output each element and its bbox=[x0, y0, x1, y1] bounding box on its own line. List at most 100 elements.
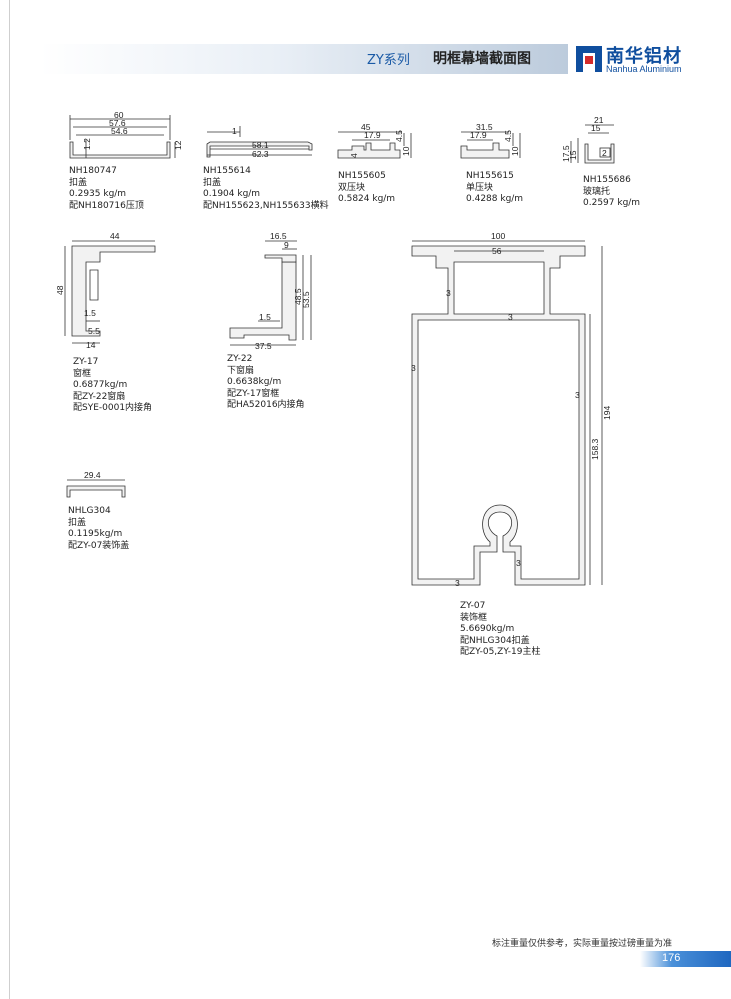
profile-note: 配NH180716压顶 bbox=[69, 200, 144, 211]
profile-NH155615-label: NH155615 单压块 0.4288 kg/m bbox=[466, 171, 523, 206]
profile-ZY-22-drawing bbox=[229, 240, 312, 346]
profile-name: 扣盖 bbox=[69, 177, 88, 188]
dim-label: 100 bbox=[491, 231, 505, 241]
dim-label: 15 bbox=[568, 150, 578, 160]
dim-label: 4.5 bbox=[394, 130, 404, 142]
profile-weight: 0.2935 kg/m bbox=[69, 189, 127, 199]
dim-label: 56 bbox=[492, 246, 502, 256]
profile-code: ZY-17 bbox=[73, 357, 99, 367]
profile-code: NH180747 bbox=[69, 166, 117, 176]
dim-label: 3 bbox=[508, 312, 513, 322]
dim-label: 158.3 bbox=[590, 438, 600, 460]
page-number-bar bbox=[640, 951, 731, 967]
profile-weight: 0.6638kg/m bbox=[227, 377, 282, 387]
profile-note-2: 配SYE-0001内接角 bbox=[73, 403, 153, 413]
dim-label: 15 bbox=[591, 123, 601, 133]
dim-label: 53.5 bbox=[301, 291, 311, 308]
profile-note-2: 配ZY-05,ZY-19主柱 bbox=[460, 647, 541, 657]
profile-code: NH155605 bbox=[338, 171, 386, 181]
brand-name-en: Nanhua Aluminium bbox=[606, 64, 682, 74]
dim-label: 16.5 bbox=[270, 231, 287, 241]
dim-label: 3 bbox=[411, 363, 416, 373]
series-label: ZY系列 bbox=[367, 53, 410, 68]
dim-label: 3 bbox=[446, 288, 451, 298]
profile-ZY-17-label: ZY-17 窗框 0.6877kg/m 配ZY-22窗扇 配SYE-0001内接… bbox=[73, 357, 152, 415]
profile-name: 窗框 bbox=[73, 368, 92, 379]
dim-label: 62.3 bbox=[252, 149, 269, 159]
profile-code: ZY-07 bbox=[460, 601, 486, 611]
profile-note: 配ZY-17窗框 bbox=[227, 388, 280, 399]
dim-label: 29.4 bbox=[84, 470, 101, 480]
dim-label: 37.5 bbox=[255, 341, 272, 351]
dim-label: 1.5 bbox=[84, 308, 96, 318]
dim-label: 44 bbox=[110, 231, 120, 241]
page-title: 明框幕墙截面图 bbox=[433, 51, 531, 67]
profile-name: 扣盖 bbox=[203, 177, 222, 188]
dim-label: 17.9 bbox=[364, 130, 381, 140]
dim-label: 3 bbox=[455, 578, 460, 588]
dim-label: 60 bbox=[114, 110, 124, 120]
dim-label: 10 bbox=[510, 146, 520, 156]
profile-weight: 0.2597 kg/m bbox=[583, 198, 641, 208]
dim-label: 54.6 bbox=[111, 126, 128, 136]
header-bar bbox=[40, 44, 568, 74]
dim-label: 21 bbox=[594, 115, 604, 125]
profile-NHLG304-drawing bbox=[66, 479, 126, 498]
dim-label: 12 bbox=[173, 140, 183, 150]
profile-name: 单压块 bbox=[466, 182, 494, 193]
profile-weight: 0.5824 kg/m bbox=[338, 194, 396, 204]
profile-name: 装饰框 bbox=[460, 612, 488, 623]
dim-label: 1.2 bbox=[82, 138, 92, 150]
dim-label: 10 bbox=[401, 146, 411, 156]
dim-label: 5.5 bbox=[88, 326, 100, 336]
dim-label: 48.5 bbox=[293, 288, 303, 305]
profile-name: 玻璃托 bbox=[583, 186, 611, 197]
dim-label: 14 bbox=[86, 340, 96, 350]
profile-weight: 0.4288 kg/m bbox=[466, 194, 524, 204]
profile-ZY-07-drawing bbox=[411, 240, 603, 586]
profile-note: 配ZY-07装饰盖 bbox=[68, 540, 130, 551]
dim-label: 194 bbox=[602, 406, 612, 420]
profile-NH180747-drawing bbox=[69, 115, 176, 159]
profile-NH155605-drawing bbox=[337, 131, 412, 159]
profile-name: 双压块 bbox=[338, 182, 366, 193]
dim-label: 45 bbox=[361, 122, 371, 132]
profile-NH155686-drawing bbox=[570, 124, 615, 164]
dim-label: 48 bbox=[55, 285, 65, 295]
profile-ZY-07-label: ZY-07 装饰框 5.6690kg/m 配NHLG304扣盖 配ZY-05,Z… bbox=[460, 601, 540, 659]
dim-label: 9 bbox=[284, 240, 289, 250]
dim-label: 17.9 bbox=[470, 130, 487, 140]
profile-code: NH155614 bbox=[203, 166, 251, 176]
brand-name-cn: 南华铝材 bbox=[606, 46, 682, 67]
profile-NH155615-drawing bbox=[460, 131, 521, 159]
dim-label: 1.5 bbox=[259, 312, 271, 322]
profile-weight: 0.1195kg/m bbox=[68, 529, 123, 539]
dim-label: 2 bbox=[602, 148, 607, 158]
profile-code: ZY-22 bbox=[227, 354, 253, 364]
profile-NH155686-label: NH155686 玻璃托 0.2597 kg/m bbox=[583, 175, 640, 210]
profile-weight: 5.6690kg/m bbox=[460, 624, 515, 634]
profile-NH155614-drawing bbox=[206, 126, 313, 158]
page-number: 176 bbox=[662, 952, 681, 964]
dim-label: 3 bbox=[516, 558, 521, 568]
profile-NH155614-label: NH155614 扣盖 0.1904 kg/m 配NH155623,NH1556… bbox=[203, 166, 329, 212]
profile-note-2: 配HA52016内接角 bbox=[227, 400, 305, 410]
profile-note: 配ZY-22窗扇 bbox=[73, 391, 126, 402]
page-edge-rule bbox=[9, 0, 10, 999]
brand-logo-icon bbox=[576, 46, 602, 72]
dim-label: 17.5 bbox=[561, 145, 571, 162]
dim-label: 3 bbox=[575, 390, 580, 400]
dim-label: 31.5 bbox=[476, 122, 493, 132]
profile-name: 下窗扇 bbox=[227, 365, 255, 376]
profile-NH155605-label: NH155605 双压块 0.5824 kg/m bbox=[338, 171, 395, 206]
profile-note: 配NHLG304扣盖 bbox=[460, 635, 530, 646]
profile-code: NH155615 bbox=[466, 171, 514, 181]
weight-disclaimer: 标注重量仅供参考，实际重量按过磅重量为准 bbox=[492, 939, 673, 949]
dim-label: 4 bbox=[349, 153, 359, 158]
profile-weight: 0.1904 kg/m bbox=[203, 189, 261, 199]
profile-NHLG304-label: NHLG304 扣盖 0.1195kg/m 配ZY-07装饰盖 bbox=[68, 506, 129, 552]
profile-ZY-22-label: ZY-22 下窗扇 0.6638kg/m 配ZY-17窗框 配HA52016内接… bbox=[227, 354, 305, 412]
dimension-labels: 60 57.6 54.6 1.2 12 1 58.1 62.3 45 17.9 … bbox=[55, 110, 612, 588]
